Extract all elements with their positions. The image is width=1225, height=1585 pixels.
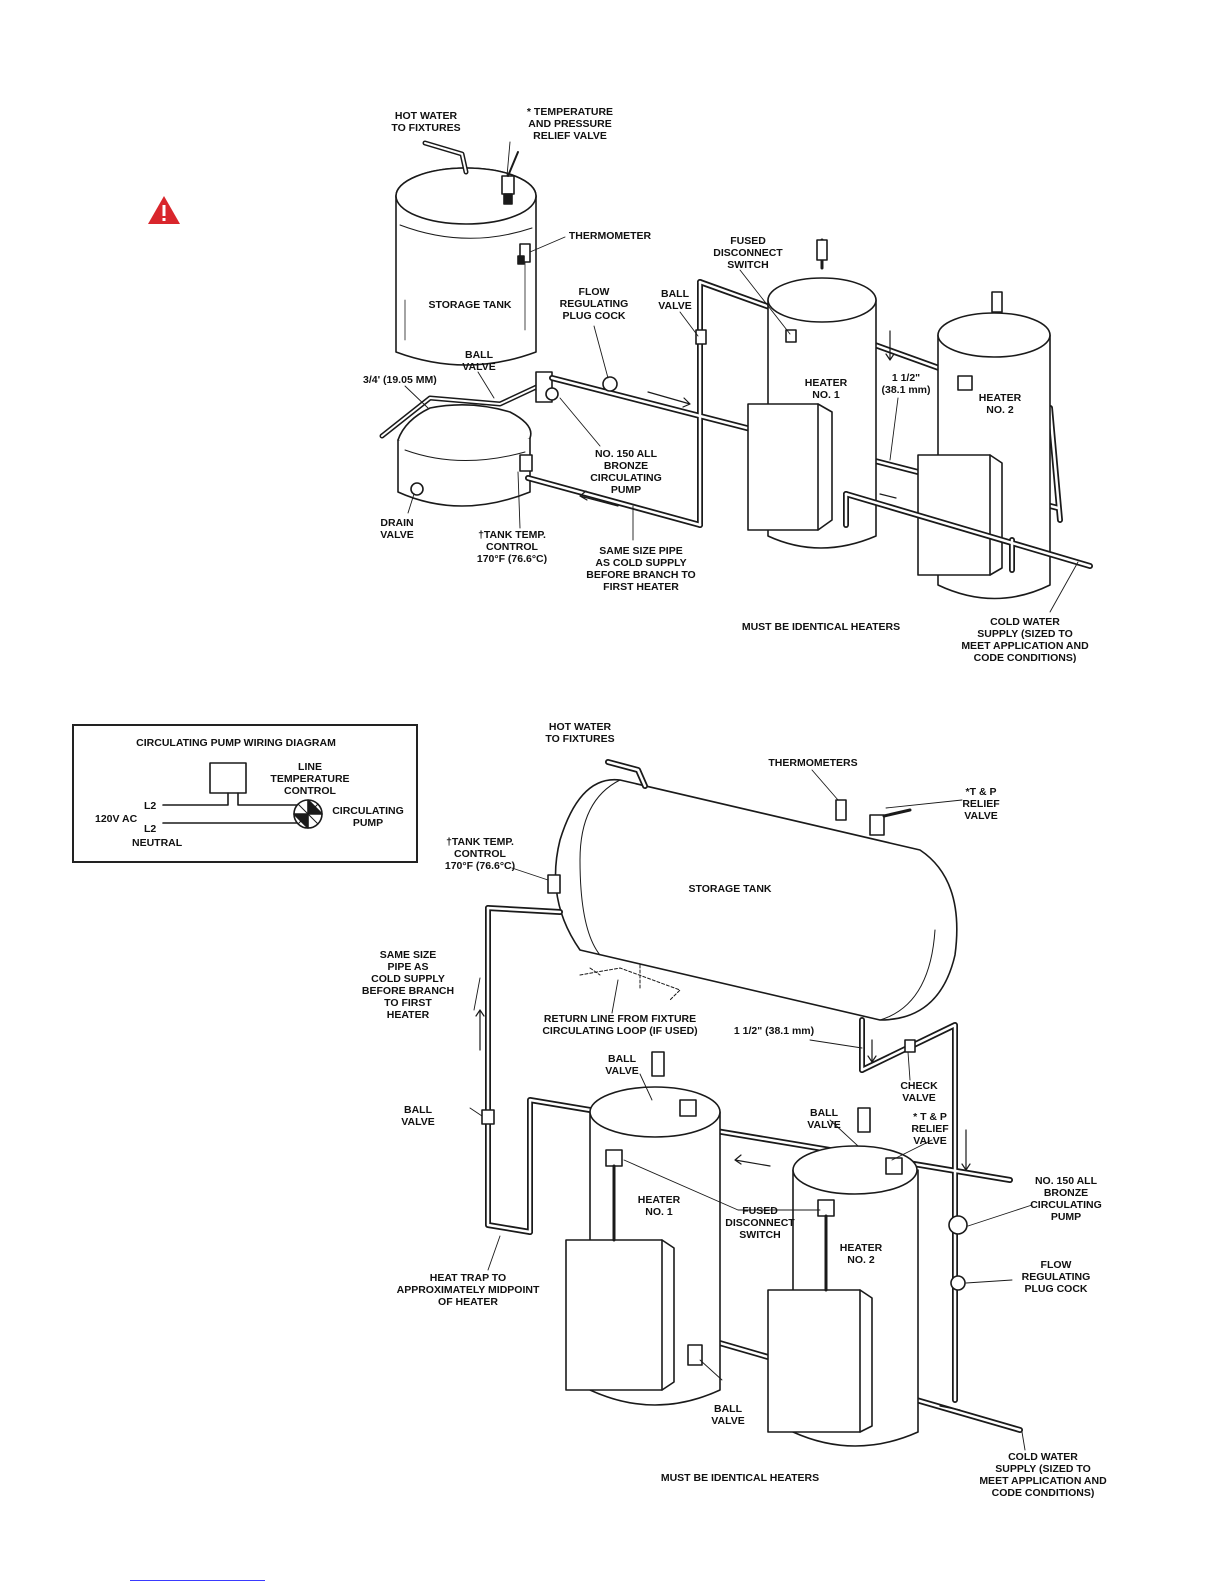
label-pipe-1-5-top: 1 1/2" (38.1 mm) — [881, 372, 931, 396]
footer-link-underline — [130, 1580, 265, 1581]
bottom-ball-valve-left — [481, 1109, 495, 1125]
label-120v: 120V AC — [95, 813, 138, 825]
top-heater-2 — [917, 291, 1051, 600]
bottom-tank-temp-control — [547, 874, 561, 894]
label-cold-water-bottom: COLD WATER SUPPLY (SIZED TO MEET APPLICA… — [979, 1451, 1107, 1499]
label-heater2-bottom: HEATER NO. 2 — [839, 1242, 883, 1266]
label-circulating-pump-wiring: CIRCULATING PUMP — [332, 805, 404, 829]
label-tp-relief-bottom: *T & P RELIEF VALVE — [962, 786, 1000, 822]
label-ball-valve-left-bottom: BALL VALVE — [401, 1104, 435, 1128]
wiring-diagram-box — [72, 724, 418, 863]
label-flow-plug-cock-top: FLOW REGULATING PLUG COCK — [559, 286, 629, 322]
label-heat-trap-bottom: HEAT TRAP TO APPROXIMATELY MIDPOINT OF H… — [396, 1272, 540, 1308]
label-hot-water-top: HOT WATER TO FIXTURES — [391, 110, 461, 134]
label-tank-temp-top: †TANK TEMP. CONTROL 170°F (76.6°C) — [476, 529, 548, 565]
label-storage-tank-top: STORAGE TANK — [428, 299, 512, 311]
label-ball-valve-tank-top: BALL VALVE — [462, 349, 496, 373]
bottom-ball-valve-bottom — [687, 1344, 703, 1366]
label-neutral: NEUTRAL — [132, 837, 183, 849]
label-identical-top: MUST BE IDENTICAL HEATERS — [741, 621, 901, 633]
label-tp-relief2-bottom: * T & P RELIEF VALVE — [911, 1111, 949, 1147]
label-pipe-1-5-bottom: 1 1/2" (38.1 mm) — [733, 1025, 815, 1037]
label-ball-valve-upper-top: BALL VALVE — [658, 288, 692, 312]
top-circulating-pump — [535, 371, 559, 403]
bottom-heater-1 — [565, 1051, 721, 1406]
label-check-valve-bottom: CHECK VALVE — [900, 1080, 938, 1104]
top-drain-valve — [410, 482, 424, 496]
bottom-pump — [948, 1215, 968, 1235]
label-tp-relief-top: * TEMPERATURE AND PRESSURE RELIEF VALVE — [526, 106, 614, 142]
label-plug-cock-bottom: FLOW REGULATING PLUG COCK — [1021, 1259, 1091, 1295]
label-hot-water-bottom: HOT WATER TO FIXTURES — [545, 721, 615, 745]
label-thermometers-bottom: THERMOMETERS — [768, 757, 858, 769]
top-plug-cock — [602, 376, 618, 392]
top-thermometer — [517, 243, 531, 265]
label-cold-water-top: COLD WATER SUPPLY (SIZED TO MEET APPLICA… — [961, 616, 1089, 664]
wiring-diagram-lines — [162, 762, 323, 829]
label-storage-tank-bottom: STORAGE TANK — [688, 883, 772, 895]
label-heater1-top: HEATER NO. 1 — [804, 377, 848, 401]
label-heater1-bottom: HEATER NO. 1 — [637, 1194, 681, 1218]
top-small-tank — [397, 404, 532, 507]
top-ball-valve-upper — [695, 329, 707, 345]
label-heater2-top: HEATER NO. 2 — [978, 392, 1022, 416]
bottom-return-line — [579, 964, 681, 1001]
top-tank-temp-control — [519, 454, 533, 472]
label-fused-switch-top: FUSED DISCONNECT SWITCH — [713, 235, 783, 271]
label-pump-bottom: NO. 150 ALL BRONZE CIRCULATING PUMP — [1030, 1175, 1102, 1223]
label-same-size-top: SAME SIZE PIPE AS COLD SUPPLY BEFORE BRA… — [586, 545, 696, 593]
bottom-check-valve — [904, 1039, 916, 1053]
label-ball-valve-h2-bottom: BALL VALVE — [807, 1107, 841, 1131]
label-line-control: LINE TEMPERATURE CONTROL — [270, 761, 350, 797]
top-heater-1 — [747, 238, 877, 549]
label-return-line-bottom: RETURN LINE FROM FIXTURE CIRCULATING LOO… — [542, 1013, 698, 1037]
label-pipe-size-top: 3/4' (19.05 MM) — [363, 374, 437, 386]
label-drain-valve-top: DRAIN VALVE — [380, 517, 414, 541]
label-same-size-bottom: SAME SIZE PIPE AS COLD SUPPLY BEFORE BRA… — [361, 949, 455, 1021]
bottom-tp-valve — [869, 808, 912, 836]
label-l2-bottom: L2 — [144, 823, 157, 835]
label-identical-bottom: MUST BE IDENTICAL HEATERS — [660, 1472, 820, 1484]
label-ball-valve-bottom-bottom: BALL VALVE — [711, 1403, 745, 1427]
top-storage-tank — [395, 167, 537, 366]
label-fused-switch-bottom: FUSED DISCONNECT SWITCH — [725, 1205, 795, 1241]
bottom-storage-tank — [554, 778, 958, 1021]
label-l2-top: L2 — [144, 800, 157, 812]
label-tank-temp-bottom: †TANK TEMP. CONTROL 170°F (76.6°C) — [444, 836, 516, 872]
bottom-heater-2 — [767, 1107, 919, 1447]
label-thermometer-top: THERMOMETER — [568, 230, 652, 242]
bottom-plug-cock — [950, 1275, 966, 1291]
top-tp-valve — [501, 151, 519, 205]
label-ball-valve-h1-bottom: BALL VALVE — [605, 1053, 639, 1077]
line-temperature-control — [209, 762, 247, 794]
label-pump-top: NO. 150 ALL BRONZE CIRCULATING PUMP — [590, 448, 662, 496]
warning-icon — [148, 196, 180, 224]
bottom-thermometer — [835, 799, 847, 821]
label-wiring-title: CIRCULATING PUMP WIRING DIAGRAM — [136, 737, 336, 749]
